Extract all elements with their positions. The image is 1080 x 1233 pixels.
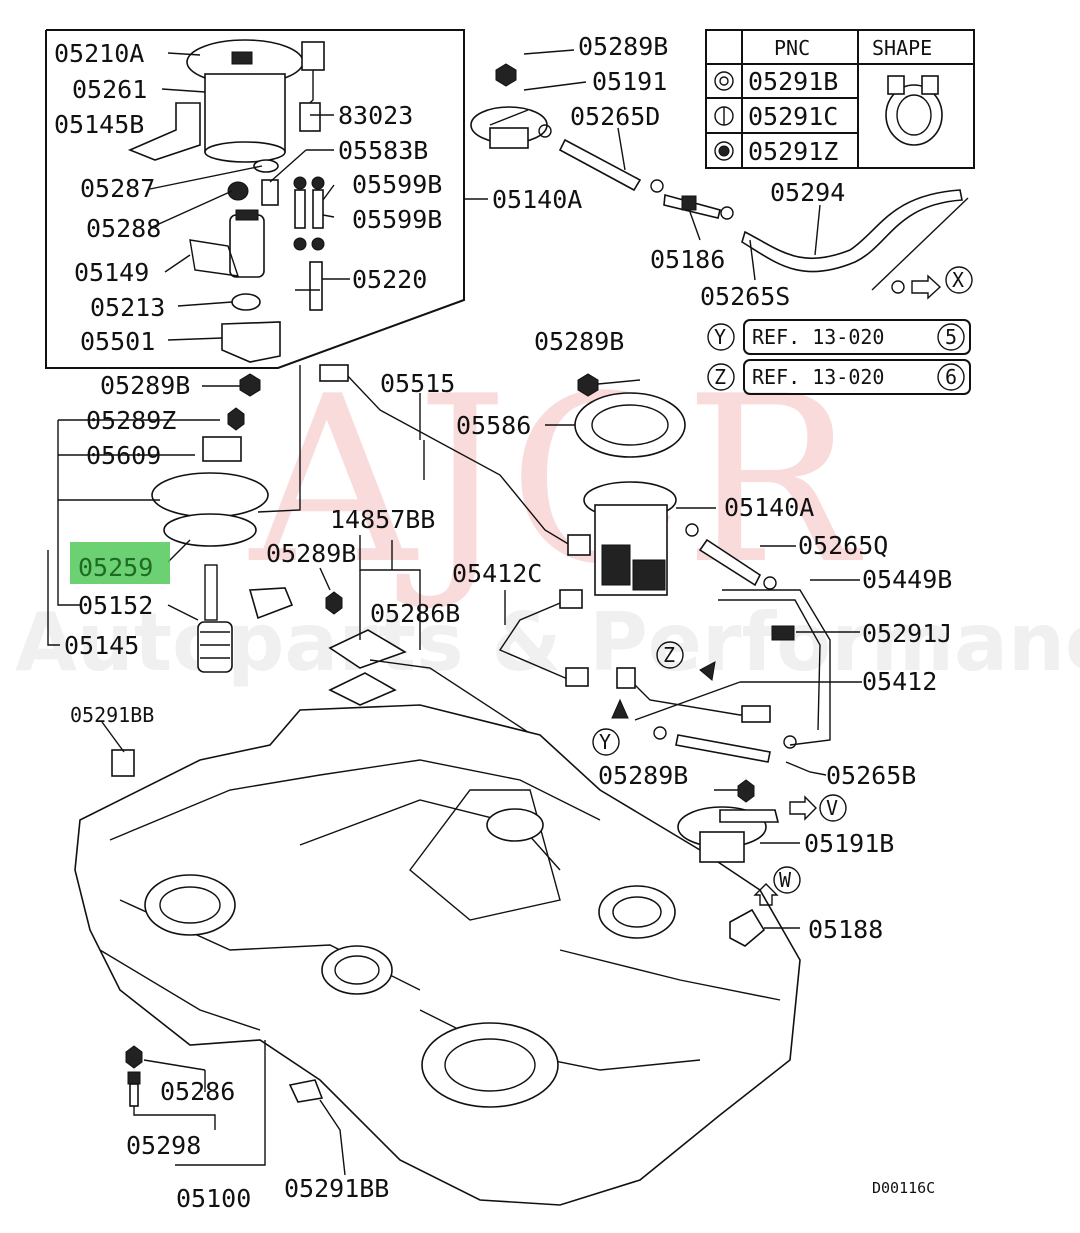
marker-x: X xyxy=(952,268,964,292)
label-05294: 05294 xyxy=(770,178,845,207)
label-05145: 05145 xyxy=(64,631,139,660)
pnc-row-2: 05291C xyxy=(748,102,838,131)
label-05449B: 05449B xyxy=(862,565,952,594)
svg-text:Y: Y xyxy=(714,325,726,349)
highlight-box xyxy=(70,542,170,584)
svg-text:5: 5 xyxy=(945,325,957,349)
left-sender-assembly xyxy=(47,365,301,673)
svg-text:REF. 13-020: REF. 13-020 xyxy=(752,365,884,389)
label-05261: 05261 xyxy=(72,75,147,104)
pnc-header: PNC xyxy=(774,36,810,60)
label-05291J: 05291J xyxy=(862,619,952,648)
label-05265Q: 05265Q xyxy=(798,531,888,560)
part-labels: 05210A 05261 05145B 05287 05288 05149 05… xyxy=(54,32,952,1213)
upper-hoses: X xyxy=(470,49,973,300)
fuel-tank xyxy=(74,704,801,1206)
leader-lines xyxy=(101,721,125,753)
double-circle-icon xyxy=(714,71,734,91)
svg-text:REF. 13-020: REF. 13-020 xyxy=(752,325,884,349)
label-05412: 05412 xyxy=(862,667,937,696)
label-14857BB: 14857BB xyxy=(330,505,435,534)
marker-v: V xyxy=(826,796,838,820)
watermark-brand: AJCR xyxy=(248,348,863,615)
label-05265S: 05265S xyxy=(700,282,790,311)
label-05188: 05188 xyxy=(808,915,883,944)
middle-assembly: Z Y xyxy=(319,364,862,776)
marker-z: Z xyxy=(663,643,675,667)
circle-bar-icon xyxy=(714,106,734,126)
pump-assembly-box xyxy=(45,29,488,369)
marker-w: W xyxy=(779,868,792,892)
pnc-row-1: 05291B xyxy=(748,67,838,96)
label-05289B-center: 05289B xyxy=(266,539,356,568)
label-05515: 05515 xyxy=(380,369,455,398)
label-05259: 05259 xyxy=(78,553,153,582)
label-05265D: 05265D xyxy=(570,102,660,131)
label-05265B: 05265B xyxy=(826,761,916,790)
label-05583B: 05583B xyxy=(338,136,428,165)
label-05289B-top: 05289B xyxy=(578,32,668,61)
label-05289B-mid: 05289B xyxy=(534,327,624,356)
label-05210A: 05210A xyxy=(54,39,144,68)
marker-y: Y xyxy=(599,730,611,754)
label-05586: 05586 xyxy=(456,411,531,440)
watermark-tagline: Autoparts & Performance xyxy=(15,596,1080,689)
label-05501: 05501 xyxy=(80,327,155,356)
label-05291BB-top: 05291BB xyxy=(70,703,154,727)
label-05220: 05220 xyxy=(352,265,427,294)
label-05609: 05609 xyxy=(86,441,161,470)
hose-clamp-icon xyxy=(885,75,943,146)
svg-text:6: 6 xyxy=(945,365,957,389)
label-05191: 05191 xyxy=(592,67,667,96)
right-parts: V W xyxy=(677,779,847,947)
label-05599B-b: 05599B xyxy=(352,205,442,234)
filled-circle-icon xyxy=(714,141,734,161)
label-05152: 05152 xyxy=(78,591,153,620)
label-05289Z: 05289Z xyxy=(86,406,176,435)
shape-header: SHAPE xyxy=(872,36,932,60)
label-05288: 05288 xyxy=(86,214,161,243)
reference-y: Y REF. 13-020 5 xyxy=(707,319,971,355)
pnc-shape-table: PNC SHAPE 05291B 05291C 05291Z xyxy=(705,29,975,169)
label-05213: 05213 xyxy=(90,293,165,322)
label-05191B: 05191B xyxy=(804,829,894,858)
label-05298: 05298 xyxy=(126,1131,201,1160)
label-05149: 05149 xyxy=(74,258,149,287)
svg-text:Z: Z xyxy=(714,365,726,389)
label-05287: 05287 xyxy=(80,174,155,203)
label-05412C: 05412C xyxy=(452,559,542,588)
label-83023: 83023 xyxy=(338,101,413,130)
label-05286B: 05286B xyxy=(370,599,460,628)
diagram-code: D00116C xyxy=(872,1179,935,1197)
label-05186: 05186 xyxy=(650,245,725,274)
label-05599B-a: 05599B xyxy=(352,170,442,199)
label-05140A-mid: 05140A xyxy=(724,493,814,522)
lower-left-bolts xyxy=(125,1040,346,1176)
label-05145B: 05145B xyxy=(54,110,144,139)
label-05140A-top: 05140A xyxy=(492,185,582,214)
pnc-row-3: 05291Z xyxy=(748,137,838,166)
label-05286: 05286 xyxy=(160,1077,235,1106)
label-05289B-right: 05289B xyxy=(598,761,688,790)
label-05100: 05100 xyxy=(176,1184,251,1213)
reference-z: Z REF. 13-020 6 xyxy=(707,359,971,395)
label-05289B-left: 05289B xyxy=(100,371,190,400)
label-05291BB-bottom: 05291BB xyxy=(284,1174,389,1203)
